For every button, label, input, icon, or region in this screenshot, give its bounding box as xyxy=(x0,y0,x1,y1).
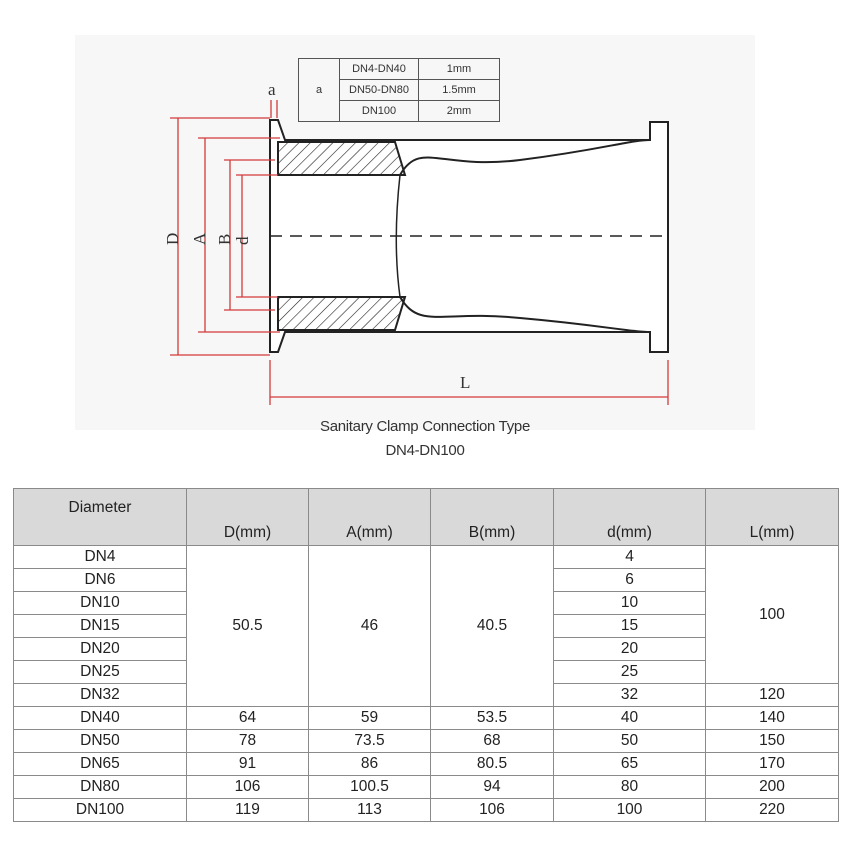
label-L: L xyxy=(460,373,470,392)
B-cell: 40.5 xyxy=(430,545,554,707)
D-cell: 50.5 xyxy=(186,545,309,707)
diameter-cell: DN80 xyxy=(13,775,187,799)
range-cell: DN100 xyxy=(339,100,419,122)
L-cell: 120 xyxy=(705,683,839,707)
A-cell: 100.5 xyxy=(308,775,431,799)
spec-table: Diameter D(mm) A(mm) B(mm) d(mm) L(mm) D… xyxy=(13,488,839,822)
d-cell: 20 xyxy=(553,637,706,661)
B-cell: 53.5 xyxy=(430,706,554,730)
d-cell: 15 xyxy=(553,614,706,638)
A-cell: 73.5 xyxy=(308,729,431,753)
diameter-cell: DN4 xyxy=(13,545,187,569)
diameter-cell: DN6 xyxy=(13,568,187,592)
diameter-cell: DN10 xyxy=(13,591,187,615)
label-A: A xyxy=(190,232,209,245)
label-a: a xyxy=(268,80,276,99)
header-D: D(mm) xyxy=(186,488,309,546)
diameter-cell: DN65 xyxy=(13,752,187,776)
d-cell: 32 xyxy=(553,683,706,707)
B-cell: 80.5 xyxy=(430,752,554,776)
d-cell: 65 xyxy=(553,752,706,776)
B-cell: 68 xyxy=(430,729,554,753)
d-cell: 50 xyxy=(553,729,706,753)
dimension-lines xyxy=(170,100,669,405)
d-cell: 4 xyxy=(553,545,706,569)
L-cell: 140 xyxy=(705,706,839,730)
diameter-cell: DN15 xyxy=(13,614,187,638)
A-cell: 86 xyxy=(308,752,431,776)
L-cell: 220 xyxy=(705,798,839,822)
L-cell: 170 xyxy=(705,752,839,776)
label-d: d xyxy=(233,236,252,245)
D-cell: 119 xyxy=(186,798,309,822)
L-cell: 100 xyxy=(705,545,839,684)
value-cell: 2mm xyxy=(418,100,500,122)
range-cell: DN50-DN80 xyxy=(339,79,419,101)
L-cell: 150 xyxy=(705,729,839,753)
d-cell: 6 xyxy=(553,568,706,592)
diameter-cell: DN25 xyxy=(13,660,187,684)
D-cell: 78 xyxy=(186,729,309,753)
header-d: d(mm) xyxy=(553,488,706,546)
header-A: A(mm) xyxy=(308,488,431,546)
A-cell: 59 xyxy=(308,706,431,730)
d-cell: 25 xyxy=(553,660,706,684)
diameter-cell: DN40 xyxy=(13,706,187,730)
diameter-cell: DN50 xyxy=(13,729,187,753)
ferrule-outline xyxy=(269,119,669,353)
label-B: B xyxy=(215,234,234,245)
diameter-cell: DN32 xyxy=(13,683,187,707)
B-cell: 94 xyxy=(430,775,554,799)
caption-range: DN4-DN100 xyxy=(385,442,465,459)
value-cell: 1.5mm xyxy=(418,79,500,101)
d-cell: 10 xyxy=(553,591,706,615)
d-cell: 40 xyxy=(553,706,706,730)
header-B: B(mm) xyxy=(430,488,554,546)
table-row: DN15 15 xyxy=(13,614,839,638)
diameter-cell: DN100 xyxy=(13,798,187,822)
header-diameter: Diameter xyxy=(13,488,187,546)
A-cell: 113 xyxy=(308,798,431,822)
param-cell: a xyxy=(298,58,340,122)
D-cell: 64 xyxy=(186,706,309,730)
D-cell: 106 xyxy=(186,775,309,799)
diameter-cell: DN20 xyxy=(13,637,187,661)
d-cell: 100 xyxy=(553,798,706,822)
value-cell: 1mm xyxy=(418,58,500,80)
table-row: DN25 25 xyxy=(13,660,839,684)
L-cell: 200 xyxy=(705,775,839,799)
caption-title: Sanitary Clamp Connection Type xyxy=(319,418,530,435)
range-cell: DN4-DN40 xyxy=(339,58,419,80)
d-cell: 80 xyxy=(553,775,706,799)
header-L: L(mm) xyxy=(705,488,839,546)
A-cell: 46 xyxy=(308,545,431,707)
B-cell: 106 xyxy=(430,798,554,822)
table-row: DN20 20 xyxy=(13,637,839,661)
label-D: D xyxy=(163,233,182,245)
D-cell: 91 xyxy=(186,752,309,776)
